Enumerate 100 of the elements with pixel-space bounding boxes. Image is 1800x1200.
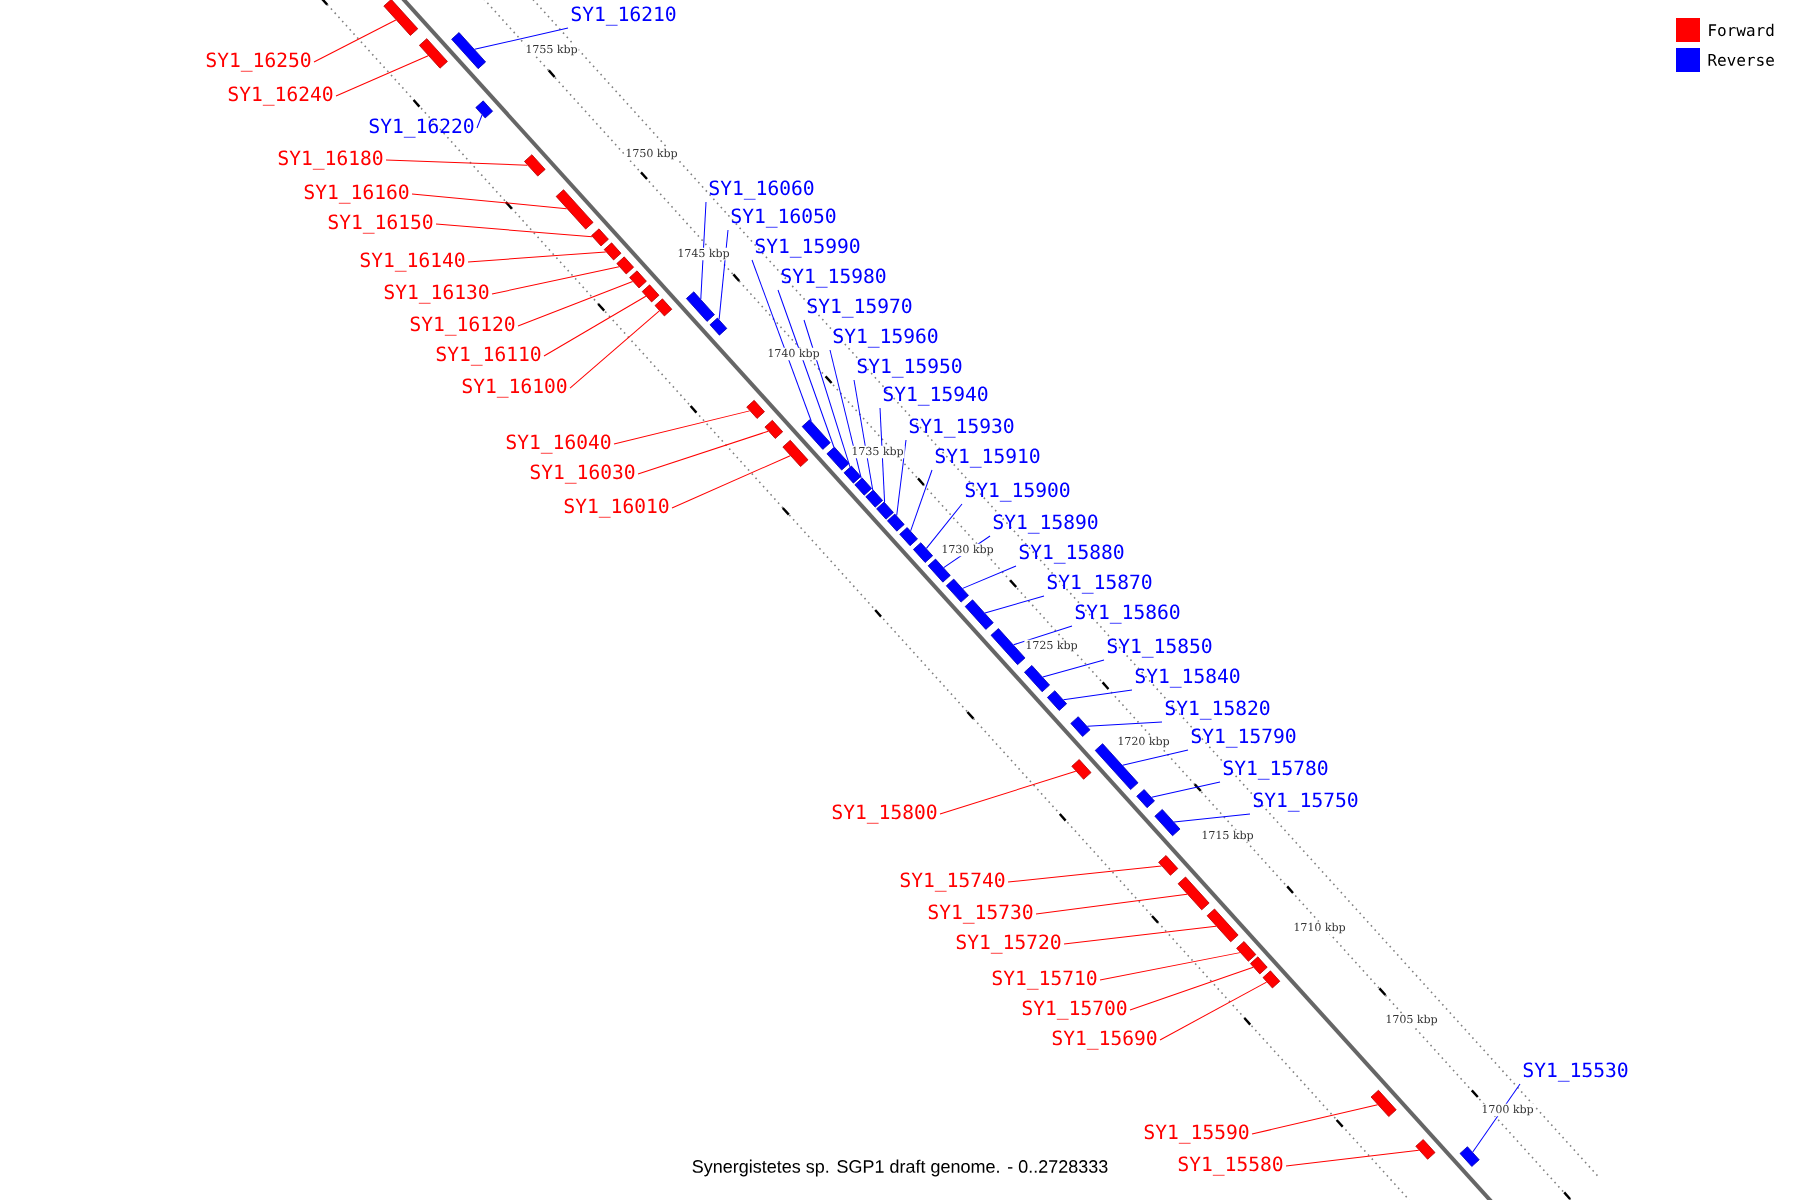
gene-block — [591, 228, 609, 247]
gene-label: SY1_16150 — [328, 214, 433, 234]
leader-line — [467, 251, 607, 263]
gene-label: SY1_15700 — [1022, 1000, 1127, 1020]
gene-label: SY1_15800 — [832, 804, 937, 824]
leader-line — [1063, 925, 1217, 945]
leader-line — [313, 19, 397, 63]
leader-line — [925, 503, 963, 549]
leader-line — [829, 349, 862, 479]
gene-label: SY1_16050 — [731, 208, 836, 228]
gene-label: SY1_16060 — [709, 180, 814, 200]
gene-label: SY1_16110 — [436, 346, 541, 366]
gene-label: SY1_16130 — [384, 284, 489, 304]
leader-line — [1086, 721, 1163, 727]
gene-block — [899, 527, 918, 547]
gene-label: SY1_15740 — [900, 872, 1005, 892]
leader-line — [671, 455, 791, 509]
leader-line — [853, 379, 874, 491]
gene-label: SY1_15990 — [755, 238, 860, 258]
gene-block — [1154, 809, 1181, 837]
gene-label: SY1_15970 — [807, 298, 912, 318]
gene-label: SY1_16140 — [360, 252, 465, 272]
gene-label: SY1_15780 — [1223, 760, 1328, 780]
gene-label: SY1_16160 — [304, 184, 409, 204]
gene-block — [1094, 743, 1139, 790]
gene-block — [1024, 665, 1050, 693]
gene-label: SY1_16240 — [228, 86, 333, 106]
leader-line — [1173, 813, 1251, 823]
gene-label: SY1_15710 — [992, 970, 1097, 990]
gene-label: SY1_15980 — [781, 268, 886, 288]
gene-label: SY1_16220 — [369, 118, 474, 138]
leader-line — [1099, 952, 1241, 981]
gene-block — [887, 513, 905, 532]
gene-block — [654, 298, 673, 317]
leader-line — [1013, 625, 1073, 646]
gene-block — [854, 477, 872, 496]
gene-label: SY1_15960 — [833, 328, 938, 348]
leader-line — [435, 223, 593, 238]
gene-label: SY1_16120 — [410, 316, 515, 336]
gene-block — [964, 599, 994, 630]
gene-block — [927, 558, 951, 583]
gene-block — [1370, 1089, 1397, 1117]
gene-block — [1177, 876, 1210, 911]
gene-label: SY1_15860 — [1075, 604, 1180, 624]
leader-line — [962, 565, 1017, 589]
gene-block — [1262, 970, 1281, 989]
gene-block — [801, 419, 831, 450]
gene-block — [524, 154, 546, 177]
leader-line — [1122, 749, 1189, 766]
gene-block — [764, 419, 784, 439]
gene-block — [782, 439, 809, 467]
gene-block — [451, 32, 486, 70]
gene-block — [1206, 908, 1239, 943]
leader-line — [1159, 981, 1268, 1041]
gene-label: SY1_15530 — [1523, 1062, 1628, 1082]
leader-line — [1035, 893, 1188, 915]
gene-block — [629, 270, 647, 289]
gene-block — [641, 284, 660, 303]
gene-label: SY1_15580 — [1178, 1156, 1283, 1176]
gene-label: SY1_16010 — [564, 498, 669, 518]
gene-label: SY1_16210 — [571, 6, 676, 26]
gene-block — [1047, 690, 1067, 711]
gene-label: SY1_15590 — [1144, 1124, 1249, 1144]
leader-line — [984, 595, 1045, 614]
leader-line — [939, 770, 1077, 815]
gene-label: SY1_15900 — [965, 482, 1070, 502]
gene-label: SY1_15730 — [928, 904, 1033, 924]
gene-block — [685, 291, 715, 322]
gene-label: SY1_15910 — [935, 448, 1040, 468]
leader-line — [896, 439, 907, 517]
gene-block — [746, 399, 765, 419]
gene-block — [826, 446, 850, 471]
leader-line — [543, 295, 647, 357]
leader-line — [411, 193, 568, 210]
gene-block — [876, 501, 894, 520]
leader-line — [474, 27, 569, 50]
gene-label: SY1_15820 — [1165, 700, 1270, 720]
leader-line — [613, 410, 751, 445]
gene-label: SY1_16030 — [530, 464, 635, 484]
gene-block — [1415, 1139, 1436, 1160]
leader-line — [1007, 865, 1163, 883]
gene-label: SY1_15930 — [909, 418, 1014, 438]
caption: Synergistetes sp. SGP1 draft genome. - 0..2728333 — [692, 1159, 1108, 1177]
gene-block — [1250, 956, 1268, 975]
gene-block — [865, 489, 883, 508]
gene-label: SY1_16100 — [462, 378, 567, 398]
gene-label: SY1_15850 — [1107, 638, 1212, 658]
gene-block — [945, 578, 969, 603]
leader-line — [879, 407, 886, 503]
gene-label: SY1_15690 — [1052, 1030, 1157, 1050]
leader-line — [335, 55, 429, 97]
leader-line — [476, 114, 483, 129]
leader-line — [1285, 1149, 1420, 1167]
leader-line — [491, 266, 620, 295]
gene-label: SY1_15890 — [993, 514, 1098, 534]
leader-line — [569, 310, 660, 389]
leader-line — [751, 259, 812, 422]
gene-block — [990, 628, 1026, 666]
leader-line — [385, 159, 528, 166]
leader-line — [517, 281, 634, 327]
